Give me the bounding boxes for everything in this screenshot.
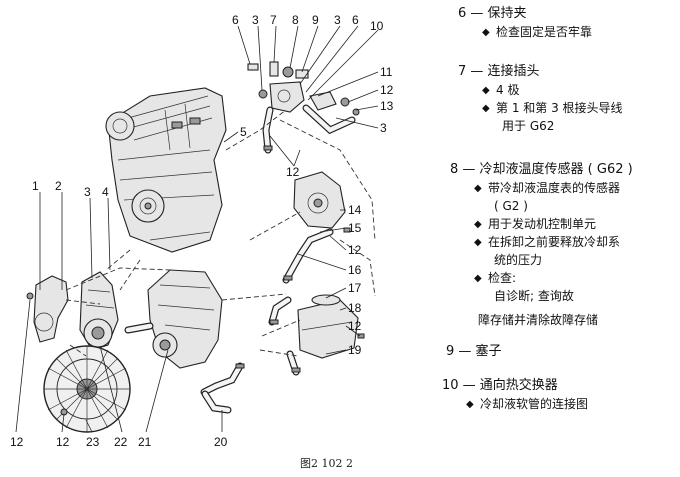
sensor-parts bbox=[247, 61, 360, 116]
parts-legend: 6 — 保持夹 ◆检查固定是否牢靠 7 — 连接插头 ◆4 极 ◆第 1 和第 … bbox=[440, 0, 680, 477]
callout-12: 12 bbox=[380, 83, 394, 97]
water-pump-left bbox=[79, 271, 119, 351]
callout-21: 21 bbox=[138, 435, 152, 449]
hose-clips bbox=[26, 145, 365, 416]
callout-13: 13 bbox=[380, 99, 394, 113]
callout-23: 23 bbox=[86, 435, 100, 449]
legend-entry-8-item: ◆检查: bbox=[474, 271, 517, 285]
engine-block bbox=[105, 87, 227, 253]
legend-entry-8-item: ◆带冷却液温度表的传感器 bbox=[474, 181, 621, 195]
legend-entry-7-item: ◆第 1 和第 3 根接头导线 bbox=[482, 101, 623, 115]
callout-18: 18 bbox=[348, 301, 362, 315]
cooling-system-exploded-diagram: 1 2 3 4 6 3 7 8 9 3 6 10 11 12 13 3 5 12… bbox=[10, 13, 394, 449]
legend-entry-8-item: ◆在拆卸之前要释放冷却系 bbox=[474, 235, 621, 249]
legend-entry-6: 6 — 保持夹 ◆检查固定是否牢靠 bbox=[458, 4, 592, 41]
legend-entry-8-title: 8 — 冷却液温度传感器 ( G62 ) bbox=[450, 162, 633, 177]
callout-22: 22 bbox=[114, 435, 128, 449]
callout-12: 12 bbox=[348, 243, 362, 257]
pump-housing bbox=[147, 269, 223, 369]
legend-entry-10-item: ◆冷却液软管的连接图 bbox=[466, 397, 589, 411]
legend-entry-8: 8 — 冷却液温度传感器 ( G62 ) ◆带冷却液温度表的传感器 ( G2 )… bbox=[450, 160, 633, 329]
callout-7: 7 bbox=[270, 13, 277, 27]
callout-9: 9 bbox=[312, 13, 319, 27]
callout-10: 10 bbox=[370, 19, 384, 33]
callout-3: 3 bbox=[84, 185, 91, 199]
callout-3: 3 bbox=[334, 13, 341, 27]
cooling-fan bbox=[43, 345, 131, 433]
callout-8: 8 bbox=[292, 13, 299, 27]
callout-16: 16 bbox=[348, 263, 362, 277]
callout-12: 12 bbox=[348, 319, 362, 333]
legend-entry-8-continuation: 自诊断; 查询故 bbox=[494, 289, 574, 303]
legend-entry-10: 10 — 通向热交换器 ◆冷却液软管的连接图 bbox=[442, 376, 588, 413]
legend-entry-8-continuation: ( G2 ) bbox=[494, 199, 528, 213]
callout-12: 12 bbox=[286, 165, 300, 179]
legend-entry-8-continuation: 统的压力 bbox=[494, 253, 543, 267]
legend-entry-8-continuation: 障存储并清除故障存储 bbox=[478, 313, 599, 327]
legend-entry-7: 7 — 连接插头 ◆4 极 ◆第 1 和第 3 根接头导线 用于 G62 bbox=[458, 62, 623, 135]
callout-numbers: 1 2 3 4 6 3 7 8 9 3 6 10 11 12 13 3 5 12… bbox=[10, 13, 394, 449]
callout-19: 19 bbox=[348, 343, 362, 357]
callout-12: 12 bbox=[10, 435, 24, 449]
callout-15: 15 bbox=[348, 221, 362, 235]
callout-3: 3 bbox=[252, 13, 259, 27]
callout-6: 6 bbox=[232, 13, 239, 27]
callout-5: 5 bbox=[240, 125, 247, 139]
timing-belt-cover bbox=[33, 275, 69, 343]
callout-4: 4 bbox=[102, 185, 109, 199]
coolant-flange bbox=[293, 171, 346, 229]
legend-entry-9-title: 9 — 塞子 bbox=[446, 344, 502, 359]
expansion-tank bbox=[297, 294, 359, 359]
leader-lines bbox=[15, 25, 379, 433]
legend-entry-9: 9 — 塞子 bbox=[446, 342, 502, 361]
hoses bbox=[124, 104, 356, 414]
callout-20: 20 bbox=[214, 435, 228, 449]
legend-entry-7-title: 7 — 连接插头 bbox=[458, 64, 540, 79]
legend-entry-10-title: 10 — 通向热交换器 bbox=[442, 378, 558, 393]
callout-11: 11 bbox=[380, 65, 393, 79]
callout-2: 2 bbox=[55, 179, 62, 193]
callout-6: 6 bbox=[352, 13, 359, 27]
legend-entry-7-continuation: 用于 G62 bbox=[502, 119, 555, 133]
callout-17: 17 bbox=[348, 281, 362, 295]
legend-entry-7-item: ◆4 极 bbox=[482, 83, 520, 97]
callout-12: 12 bbox=[56, 435, 70, 449]
callout-14: 14 bbox=[348, 203, 362, 217]
callout-3: 3 bbox=[380, 121, 387, 135]
legend-entry-6-title: 6 — 保持夹 bbox=[458, 6, 527, 21]
legend-entry-8-item: ◆用于发动机控制单元 bbox=[474, 217, 597, 231]
callout-1: 1 bbox=[32, 179, 39, 193]
figure-caption: 图2 102 2 bbox=[300, 457, 353, 470]
legend-entry-6-item: ◆检查固定是否牢靠 bbox=[482, 25, 593, 39]
